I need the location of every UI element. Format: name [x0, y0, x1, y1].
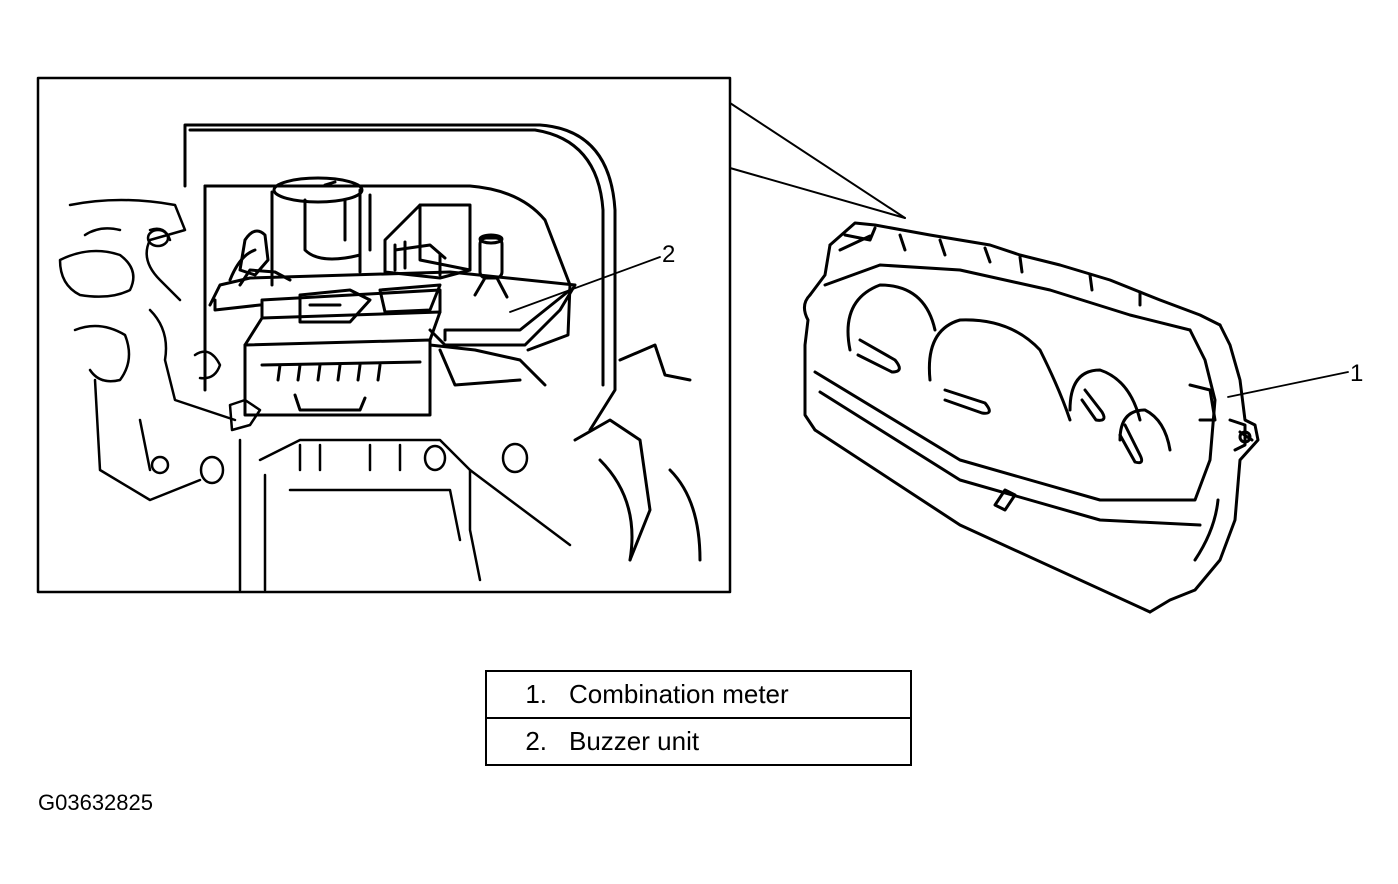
- legend-row: 1. Combination meter: [487, 672, 910, 717]
- legend-table: 1. Combination meter 2. Buzzer unit: [485, 670, 912, 766]
- callout-1: 1: [1350, 360, 1363, 387]
- legend-number: 2.: [525, 726, 547, 756]
- zoom-line-upper: [729, 102, 906, 219]
- buzzer-unit: [208, 176, 577, 347]
- lower-console: [238, 438, 572, 592]
- legend-label: Combination meter: [569, 679, 789, 709]
- connector-block: [243, 283, 547, 417]
- figure-code: G03632825: [38, 790, 153, 815]
- leader-line-2: [509, 256, 661, 313]
- legend-row: 2. Buzzer unit: [487, 717, 910, 764]
- zoom-line-lower: [729, 167, 906, 219]
- leader-line-1: [1227, 371, 1349, 398]
- combination-meter: [803, 221, 1260, 614]
- left-harness: [58, 198, 262, 502]
- inset-frame: [36, 76, 732, 594]
- legend-label: Buzzer unit: [569, 726, 700, 756]
- callout-2: 2: [662, 241, 675, 268]
- legend-number: 1.: [525, 679, 547, 709]
- dash-panel: [183, 123, 702, 562]
